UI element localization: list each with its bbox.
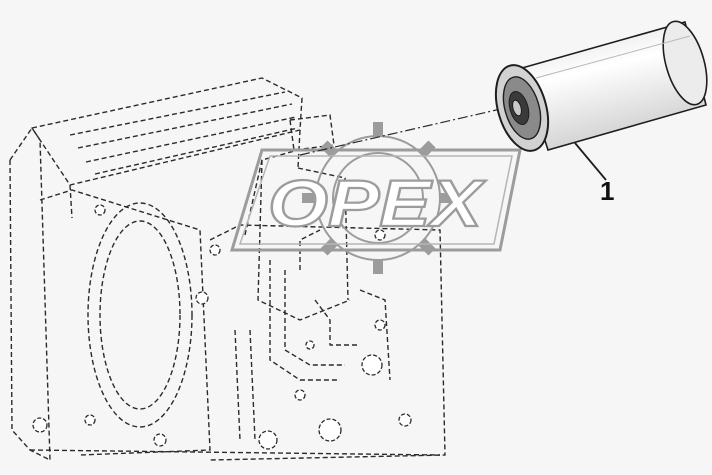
callout-leader-line bbox=[574, 142, 607, 181]
filter-cartridge bbox=[494, 20, 708, 152]
watermark-badge bbox=[229, 148, 522, 252]
mounting-bosses bbox=[32, 204, 412, 450]
transmission-housing bbox=[9, 77, 446, 461]
watermark-text: OPEX bbox=[268, 166, 487, 240]
callout-label: 1 bbox=[600, 176, 615, 206]
watermark: OPEX bbox=[229, 122, 522, 274]
assembly-axis-line bbox=[299, 107, 506, 156]
